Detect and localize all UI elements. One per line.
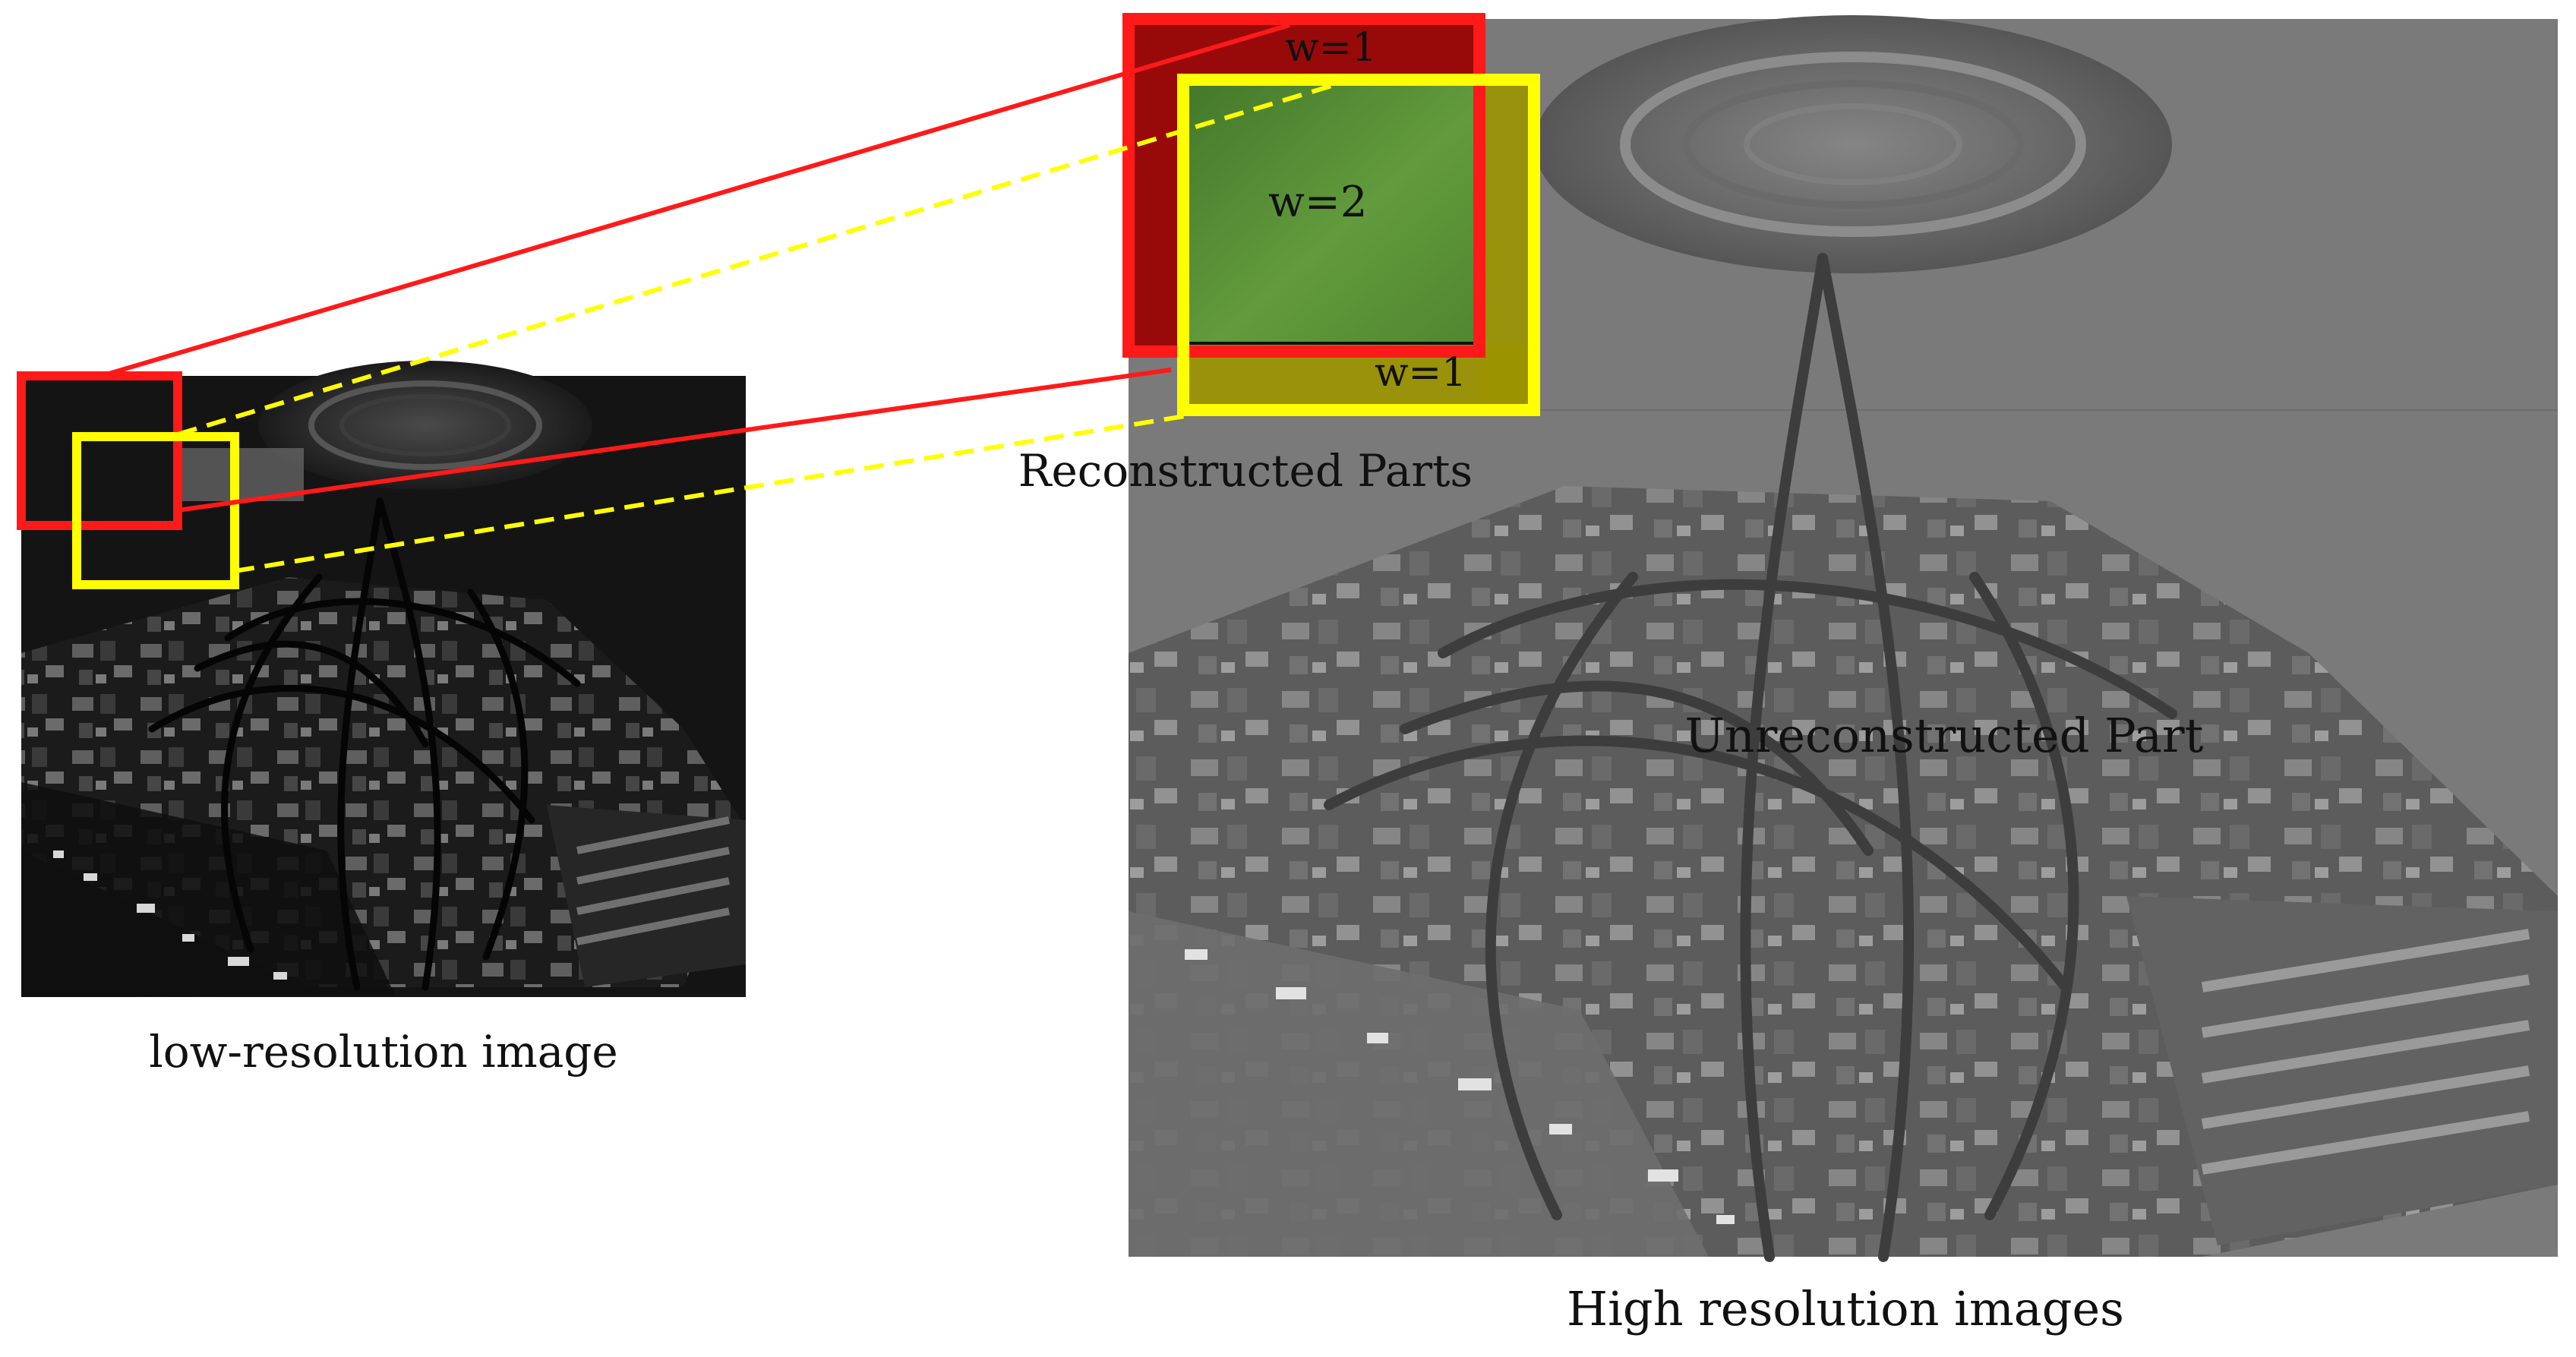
high-resolution-caption: High resolution images bbox=[1567, 1281, 2124, 1336]
unreconstructed-part-label: Unreconstructed Part bbox=[1685, 708, 2204, 763]
red-window-box bbox=[1122, 13, 1485, 358]
weight-top-label: w=1 bbox=[1285, 25, 1377, 71]
low-resolution-image bbox=[21, 361, 746, 997]
connector-lines bbox=[106, 23, 1353, 573]
low-resolution-caption: low-resolution image bbox=[149, 1026, 618, 1078]
low-res-red-box bbox=[17, 371, 182, 530]
yellow-window-box bbox=[1177, 74, 1540, 416]
high-resolution-image bbox=[1129, 15, 2558, 1262]
weight-middle-label: w=2 bbox=[1268, 178, 1367, 227]
low-res-yellow-box bbox=[72, 432, 239, 589]
reconstructed-parts-label: Reconstructed Parts bbox=[1018, 445, 1473, 497]
weight-bottom-label: w=1 bbox=[1375, 350, 1466, 396]
reconstructed-parts-overlay bbox=[1122, 13, 1540, 416]
